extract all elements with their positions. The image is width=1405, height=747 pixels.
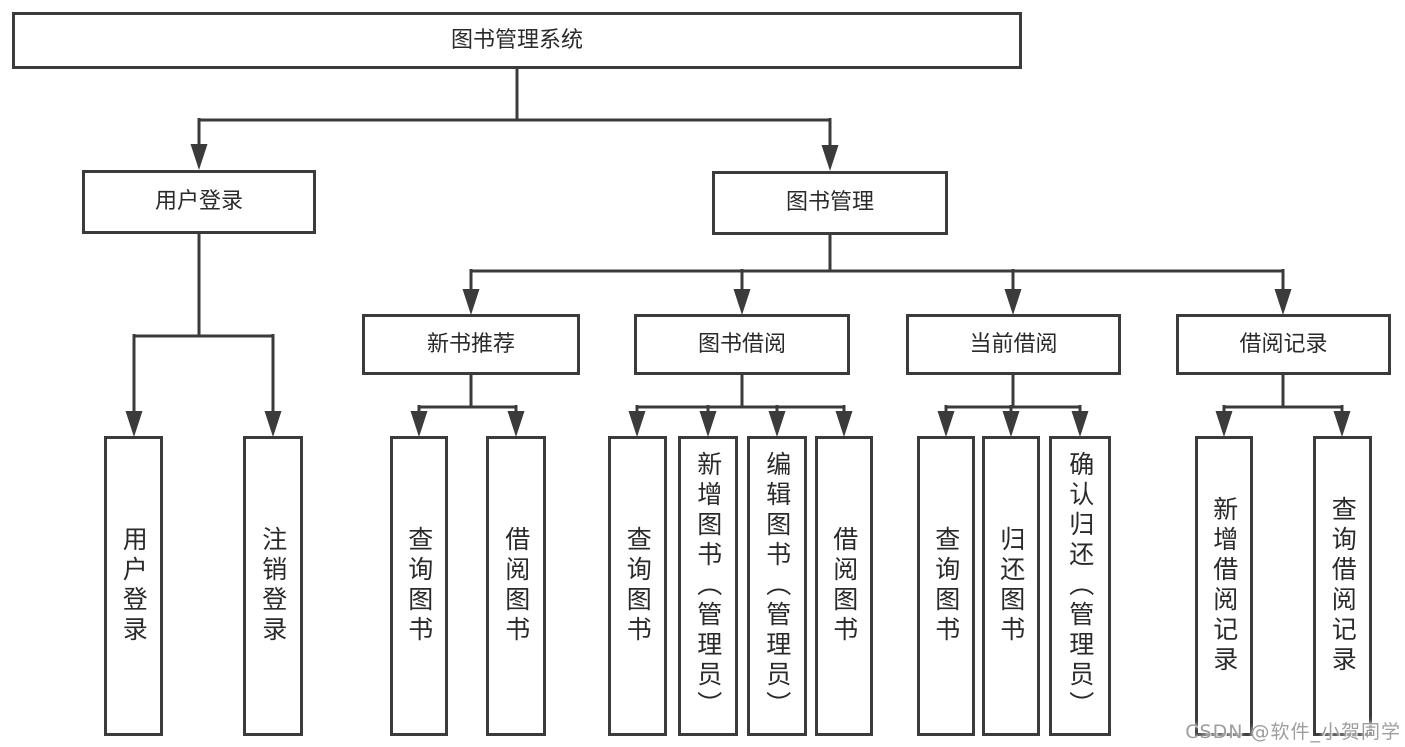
csdn-watermark: CSDN @软件_小贺同学 [1185, 721, 1401, 743]
leaf-query-book-borrow: 查询图书 [608, 436, 667, 736]
node-book-borrow-label: 图书借阅 [697, 331, 786, 357]
leaf-return-book: 归还图书 [982, 436, 1040, 736]
leaf-add-borrow-record: 新增借阅记录 [1195, 436, 1253, 736]
tree-edges [132, 69, 1344, 414]
node-book-borrow: 图书借阅 [634, 314, 850, 375]
leaf-add-book-admin: 新增图书（管理员） [678, 436, 738, 736]
leaf-borrow-book-recommend: 借阅图书 [486, 436, 546, 736]
node-new-book-recommend-label: 新书推荐 [426, 331, 515, 357]
node-root-label: 图书管理系统 [450, 27, 583, 53]
node-new-book-recommend: 新书推荐 [362, 314, 580, 375]
node-current-borrow: 当前借阅 [906, 314, 1121, 375]
node-user-login: 用户登录 [82, 170, 316, 234]
leaf-query-borrow-record: 查询借阅记录 [1313, 436, 1372, 736]
node-book-management: 图书管理 [712, 171, 948, 235]
leaf-query-book-recommend: 查询图书 [390, 436, 448, 736]
leaf-borrow-book: 借阅图书 [815, 436, 873, 736]
node-current-borrow-label: 当前借阅 [969, 331, 1058, 357]
leaf-logout-login: 注销登录 [243, 436, 303, 736]
node-user-login-label: 用户登录 [154, 189, 243, 214]
node-root: 图书管理系统 [12, 12, 1022, 69]
node-borrow-records: 借阅记录 [1176, 314, 1391, 375]
arrowheads [125, 144, 1351, 437]
leaf-query-book-current: 查询图书 [917, 436, 975, 736]
node-borrow-records-label: 借阅记录 [1239, 331, 1328, 357]
leaf-user-login: 用户登录 [104, 436, 163, 736]
leaf-edit-book-admin: 编辑图书（管理员） [747, 436, 807, 736]
node-book-management-label: 图书管理 [785, 190, 874, 215]
leaf-confirm-return-admin: 确认归还（管理员） [1049, 436, 1111, 736]
